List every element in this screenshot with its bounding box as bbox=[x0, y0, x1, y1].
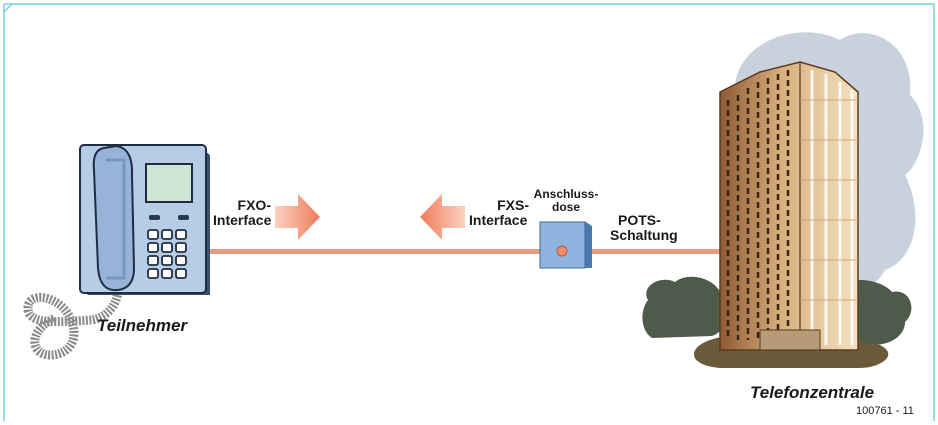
tower-windows bbox=[726, 70, 790, 340]
line-jack-to-exchange bbox=[590, 249, 730, 254]
arrow-right-icon bbox=[275, 194, 320, 240]
pots-label-line1: POTS- bbox=[618, 212, 661, 228]
fxo-label-line1: FXO- bbox=[237, 197, 271, 213]
jack-label-line1: Anschluss- bbox=[533, 187, 599, 201]
wall-socket-icon bbox=[539, 221, 592, 269]
fxo-label-line2: Interface bbox=[213, 212, 272, 229]
subscriber-label: Teilnehmer bbox=[97, 316, 188, 335]
pots-label: POTS- Schaltung bbox=[610, 212, 680, 244]
office-tower-icon bbox=[642, 61, 912, 368]
jack-label-line2: dose bbox=[551, 200, 580, 215]
exchange-label: Telefonzentrale bbox=[750, 383, 875, 402]
pots-label-line2: Schaltung bbox=[610, 227, 678, 244]
figure-id: 100761 - 11 bbox=[856, 405, 914, 417]
fxs-interface-label: FXS- Interface bbox=[469, 197, 529, 229]
fxs-label-line2: Interface bbox=[469, 212, 528, 229]
phone-cord bbox=[23, 287, 123, 360]
line-subscriber-to-jack bbox=[205, 249, 563, 254]
jack-label: Anschluss- dose bbox=[530, 187, 602, 215]
desk-telephone-icon bbox=[23, 144, 210, 360]
arrow-left-icon bbox=[420, 194, 465, 240]
fxo-interface-label: FXO- Interface bbox=[213, 197, 272, 229]
keypad bbox=[147, 229, 187, 279]
fxs-label-line1: FXS- bbox=[497, 197, 529, 213]
figure-frame bbox=[3, 3, 935, 421]
